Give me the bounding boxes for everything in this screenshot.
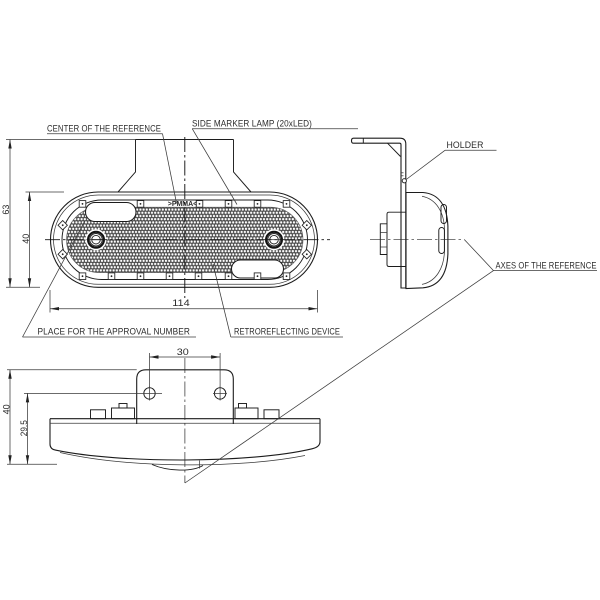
svg-text:40: 40	[21, 234, 31, 244]
svg-text:>PMMA<: >PMMA<	[168, 199, 198, 208]
svg-text:AXES OF THE REFERENCE: AXES OF THE REFERENCE	[496, 260, 597, 270]
svg-text:114: 114	[172, 298, 190, 308]
svg-text:SIDE MARKER LAMP (20xLED): SIDE MARKER LAMP (20xLED)	[192, 119, 312, 129]
svg-text:CENTER OF THE REFERENCE: CENTER OF THE REFERENCE	[47, 124, 161, 134]
svg-text:40: 40	[2, 404, 12, 414]
svg-text:HOLDER: HOLDER	[447, 140, 484, 150]
svg-text:63: 63	[1, 205, 11, 215]
svg-text:PLACE FOR THE APPROVAL NUMBER: PLACE FOR THE APPROVAL NUMBER	[38, 327, 191, 337]
svg-text:29.5: 29.5	[19, 420, 29, 436]
svg-text:30: 30	[177, 347, 189, 357]
svg-text:RETROREFLECTING DEVICE: RETROREFLECTING DEVICE	[234, 327, 340, 337]
